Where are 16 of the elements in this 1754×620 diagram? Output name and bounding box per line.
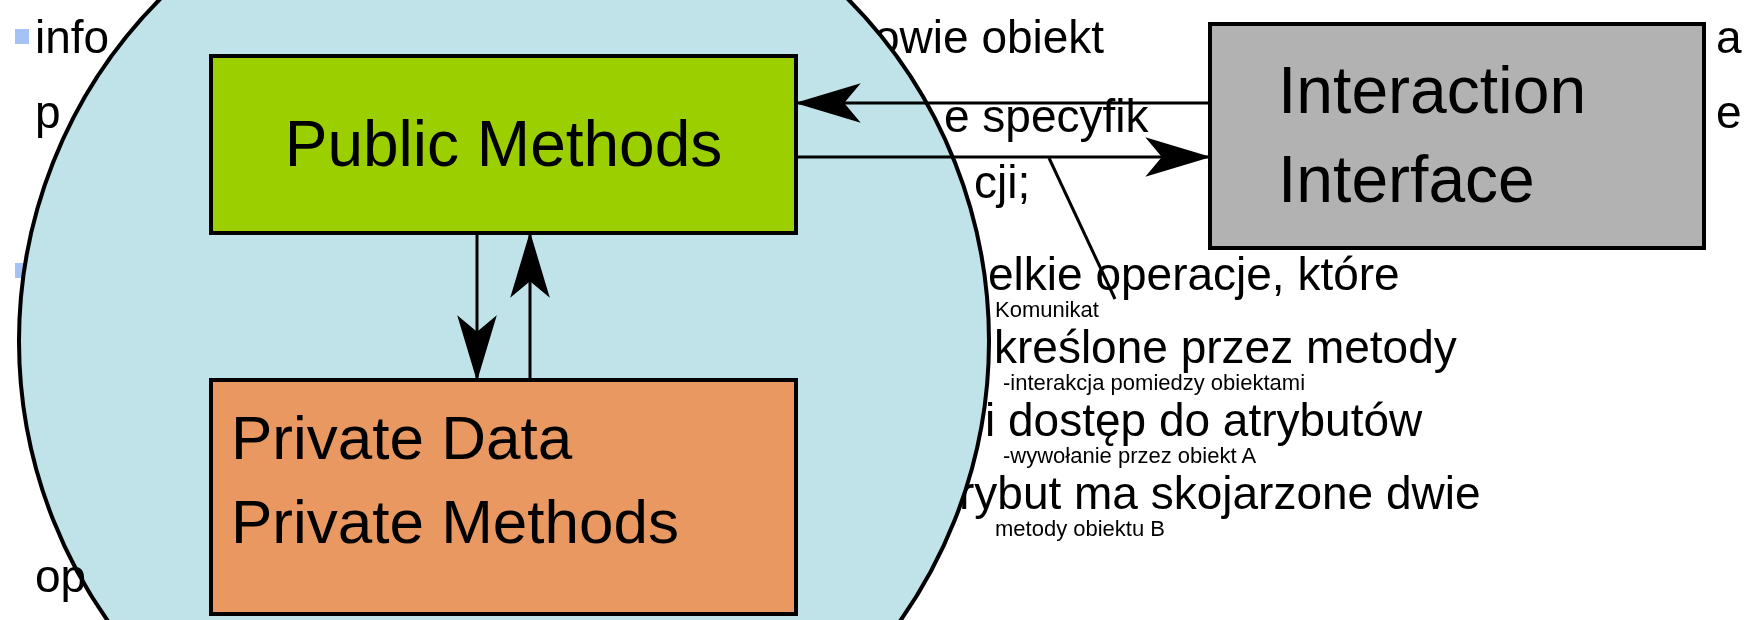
box-label: Private Data bbox=[231, 402, 574, 474]
text-fragment: info bbox=[35, 14, 110, 60]
note-line: -wywołanie przez obiekt A bbox=[1003, 445, 1257, 467]
box-label: Public Methods bbox=[284, 107, 723, 183]
box-label: Interface bbox=[1278, 141, 1536, 219]
box-label: Interaction bbox=[1278, 52, 1588, 129]
interaction-interface-box bbox=[1208, 22, 1706, 250]
leader-line bbox=[1047, 157, 1117, 300]
note-heading: Komunikat bbox=[995, 299, 1099, 321]
note-line: metody obiektu B bbox=[995, 518, 1165, 540]
text-fragment: a bbox=[1716, 14, 1742, 60]
private-box bbox=[209, 378, 798, 616]
text-fragment: e bbox=[1716, 89, 1742, 135]
public-methods-box bbox=[209, 54, 798, 235]
box-label: Private Methods bbox=[231, 485, 680, 558]
note-line: -interakcja pomiedzy obiektami bbox=[1003, 372, 1307, 394]
